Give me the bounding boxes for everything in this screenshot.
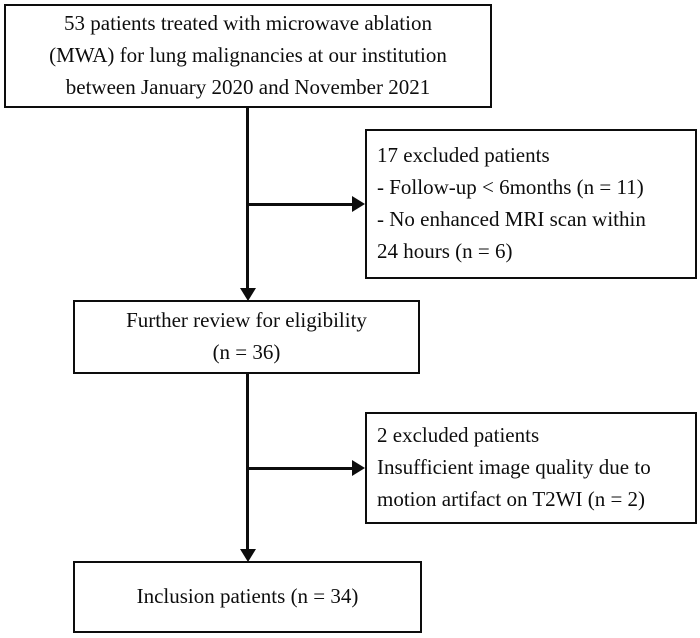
connector-vertical-1 (246, 108, 249, 289)
box-inclusion-patients: Inclusion patients (n = 34) (73, 561, 422, 633)
connector-branch-2 (247, 467, 352, 470)
arrowhead-right-1-icon (352, 196, 365, 212)
box-eligibility-review: Further review for eligibility (n = 36) (73, 300, 420, 374)
connector-vertical-2 (246, 374, 249, 550)
box-excluded-first: 17 excluded patients - Follow-up < 6mont… (365, 129, 697, 279)
arrowhead-right-2-icon (352, 460, 365, 476)
box-excluded-second: 2 excluded patients Insufficient image q… (365, 412, 697, 524)
arrowhead-down-2-icon (240, 549, 256, 562)
connector-branch-1 (247, 203, 352, 206)
box-initial-cohort: 53 patients treated with microwave ablat… (4, 4, 492, 108)
arrowhead-down-1-icon (240, 288, 256, 301)
